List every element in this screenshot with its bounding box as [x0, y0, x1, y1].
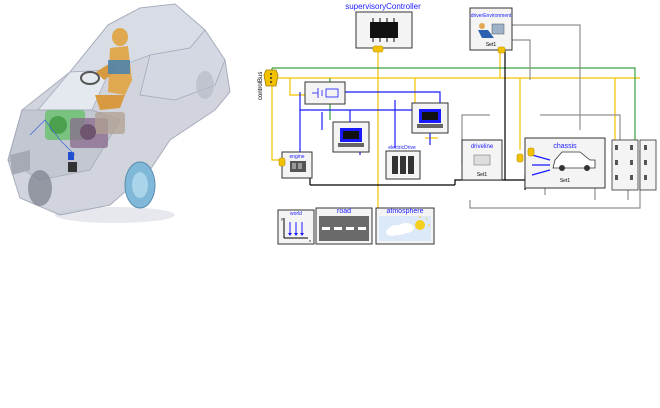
wheel-bus-connectors[interactable]: [611, 139, 657, 191]
chassis-block[interactable]: chassis Set1: [516, 137, 606, 189]
atmosphere-label: atmosphere: [387, 208, 424, 215]
car-illustration: [7, 3, 231, 223]
road-label: road: [337, 208, 351, 215]
chassis-label: chassis: [553, 143, 577, 150]
driver-environment-block[interactable]: driverEnvironment Set1: [469, 7, 513, 54]
road-block[interactable]: road: [315, 207, 373, 245]
car-chassis-icon: [531, 151, 596, 176]
motor-block-1[interactable]: [332, 121, 370, 153]
electric-drive-label: electricDrive: [388, 145, 416, 151]
driver-environment-label: driverEnvironment: [471, 13, 512, 19]
electric-drive-block[interactable]: electricDrive: [385, 145, 421, 180]
supervisory-controller-label: supervisoryController: [345, 2, 421, 11]
cloud-sun-icon: [379, 216, 431, 241]
battery-block[interactable]: [304, 81, 346, 105]
chassis-set-label: Set1: [560, 178, 571, 184]
supervisory-controller-block[interactable]: supervisoryController: [345, 2, 421, 53]
motor-icon: [338, 128, 364, 147]
world-x-axis: x: [309, 238, 311, 243]
motor-icon: [417, 109, 443, 128]
control-bus-label: controlBus: [258, 72, 264, 100]
motor-block-2[interactable]: [411, 102, 449, 134]
world-frame-icon: y x: [281, 216, 311, 243]
driver-set-label: Set1: [486, 42, 497, 48]
engine-label: engine: [289, 154, 304, 160]
battery-icon: [312, 88, 339, 98]
engine-icon: [290, 161, 306, 172]
driveline-block[interactable]: driveline Set1: [461, 139, 503, 181]
driveline-set-label: Set1: [477, 172, 488, 178]
driveline-label: driveline: [471, 144, 494, 150]
world-y-axis: y: [281, 216, 283, 221]
chip-icon: [370, 18, 398, 42]
world-block[interactable]: world y x: [277, 209, 315, 245]
world-label: world: [290, 211, 302, 217]
control-bus-connector[interactable]: controlBus: [258, 69, 279, 100]
driver-seat-icon: [478, 23, 505, 38]
atmosphere-block[interactable]: atmosphere: [375, 207, 435, 245]
engine-block[interactable]: engine: [278, 151, 313, 179]
road-icon: [319, 216, 369, 241]
